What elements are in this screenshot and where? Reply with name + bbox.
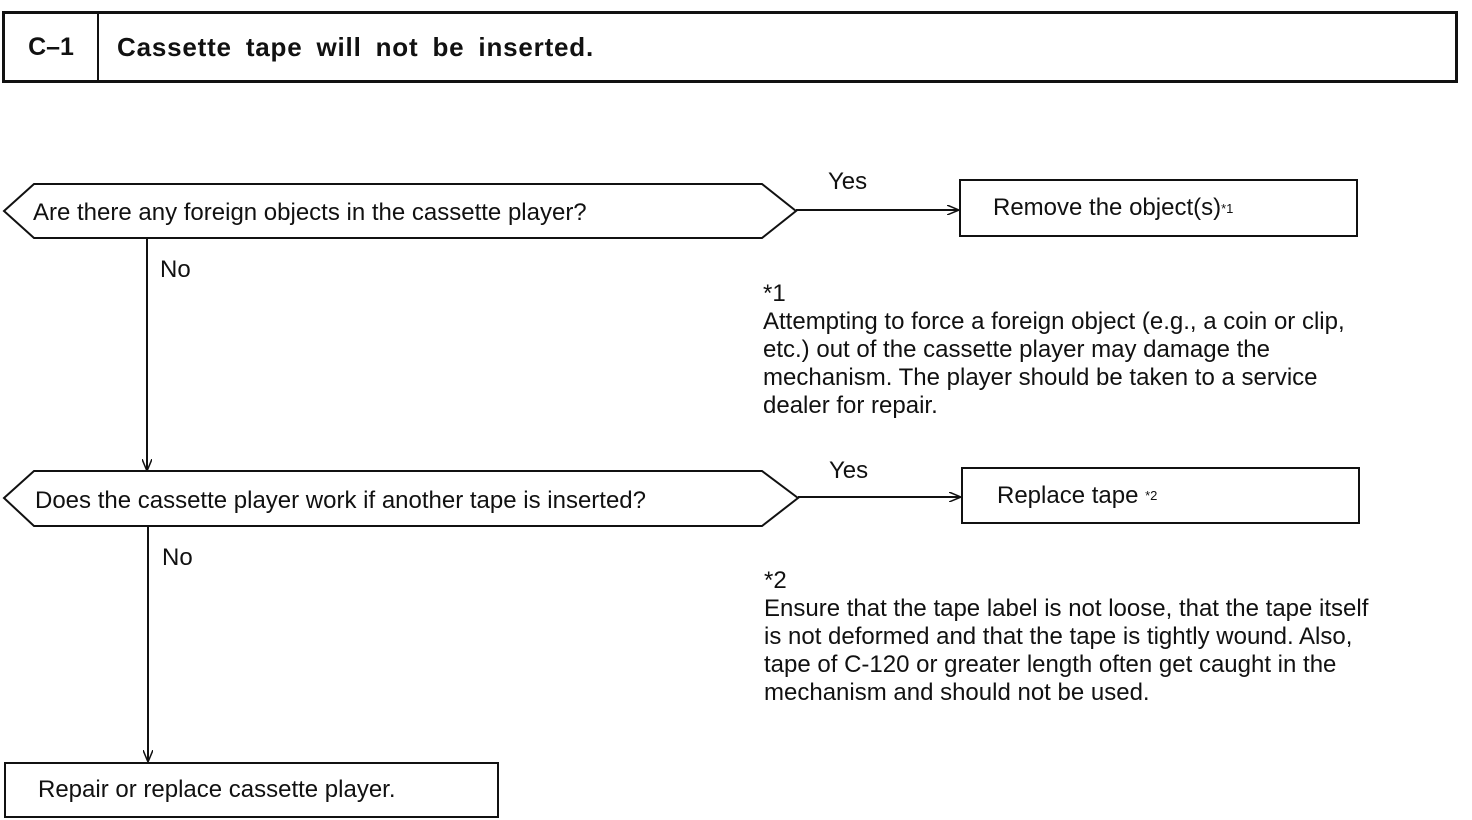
note2-line: Ensure that the tape label is not loose,… bbox=[764, 595, 1369, 622]
action2-text: Replace tape bbox=[997, 481, 1139, 509]
action1-ref: *1 bbox=[1221, 200, 1234, 216]
note2: *2 Ensure that the tape label is not loo… bbox=[764, 567, 1464, 707]
decision1-yes-label: Yes bbox=[828, 168, 868, 195]
decision2-no-label: No bbox=[162, 544, 193, 571]
note2-line: mechanism and should not be used. bbox=[764, 679, 1150, 706]
section-code: C–1 bbox=[5, 14, 99, 80]
action1-box: Remove the object(s)*1 bbox=[959, 179, 1358, 237]
final-action-box: Repair or replace cassette player. bbox=[4, 762, 499, 818]
decision2-yes-label: Yes bbox=[829, 457, 869, 484]
action1-text: Remove the object(s) bbox=[993, 194, 1222, 221]
decision1-question: Are there any foreign objects in the cas… bbox=[33, 199, 587, 226]
header-bar: C–1 Cassette tape will not be inserted. bbox=[2, 11, 1458, 83]
decision2-question: Does the cassette player work if another… bbox=[35, 487, 646, 514]
action2-box: Replace tape *2 bbox=[961, 467, 1360, 524]
page-title: Cassette tape will not be inserted. bbox=[117, 31, 594, 62]
note2-marker: *2 bbox=[764, 567, 787, 594]
note1-line: mechanism. The player should be taken to… bbox=[763, 364, 1318, 391]
note1: *1 Attempting to force a foreign object … bbox=[763, 280, 1463, 420]
note2-line: tape of C-120 or greater length often ge… bbox=[764, 651, 1337, 678]
action2-ref: *2 bbox=[1145, 488, 1158, 503]
note1-line: etc.) out of the cassette player may dam… bbox=[763, 336, 1270, 363]
note1-line: dealer for repair. bbox=[763, 392, 938, 419]
note2-line: is not deformed and that the tape is tig… bbox=[764, 623, 1353, 650]
note1-marker: *1 bbox=[763, 280, 786, 307]
final-action-text: Repair or replace cassette player. bbox=[38, 776, 396, 803]
note1-line: Attempting to force a foreign object (e.… bbox=[763, 308, 1345, 335]
decision1-no-label: No bbox=[160, 256, 191, 283]
